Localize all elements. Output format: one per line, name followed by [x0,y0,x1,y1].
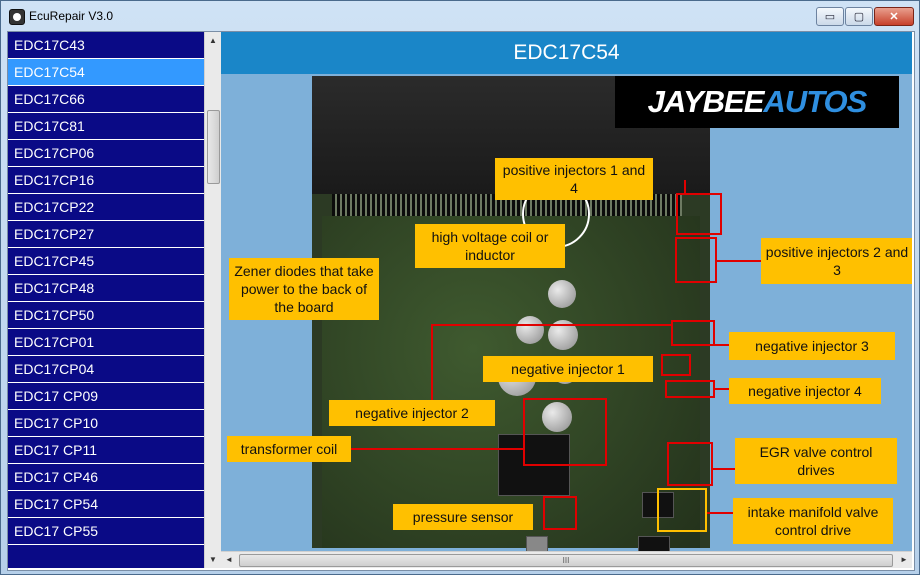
list-item[interactable]: EDC17 CP10 [8,410,204,437]
list-item[interactable]: EDC17CP22 [8,194,204,221]
window-title: EcuRepair V3.0 [29,9,114,23]
app-icon [9,9,25,25]
client-area: EDC17C43 EDC17C54 EDC17C66 EDC17C81 EDC1… [7,31,915,571]
connector-line [715,344,729,346]
label-positive-injectors-1-4: positive injectors 1 and 4 [495,158,653,200]
list-item-selected[interactable]: EDC17C54 [8,59,204,86]
connector-line [351,448,525,450]
list-item[interactable]: EDC17 CP55 [8,518,204,545]
list-item[interactable]: EDC17C81 [8,113,204,140]
connector-line [684,180,686,194]
label-intake-manifold: intake manifold valve control drive [733,498,893,544]
scroll-right-arrow-icon[interactable]: ► [900,555,908,564]
list-item[interactable]: EDC17 CP09 [8,383,204,410]
list-item[interactable]: EDC17CP06 [8,140,204,167]
minimize-button[interactable]: ▭ [816,7,844,26]
list-item[interactable]: EDC17C66 [8,86,204,113]
label-negative-injector-2: negative injector 2 [329,400,495,426]
label-transformer-coil: transformer coil [227,436,351,462]
highlight-neg-inj-4 [665,380,715,398]
list-item[interactable]: EDC17 CP54 [8,491,204,518]
highlight-neg-inj-1 [661,354,691,376]
label-positive-injectors-2-3: positive injectors 2 and 3 [761,238,912,284]
highlight-egr [667,442,713,486]
list-item[interactable]: EDC17CP16 [8,167,204,194]
capacitor [548,280,576,308]
connector-line [713,468,735,470]
maximize-button[interactable]: ▢ [845,7,873,26]
list-item[interactable]: EDC17 CP46 [8,464,204,491]
page-title: EDC17C54 [221,32,912,74]
scroll-left-arrow-icon[interactable]: ◄ [225,555,233,564]
list-item[interactable]: EDC17CP45 [8,248,204,275]
label-negative-injector-1: negative injector 1 [483,356,653,382]
highlight-pressure-sensor [543,496,577,530]
scroll-up-arrow-icon[interactable]: ▲ [209,36,217,45]
list-item[interactable]: EDC17CP48 [8,275,204,302]
label-negative-injector-4: negative injector 4 [729,378,881,404]
logo-text: JAYBEE [647,84,765,119]
list-item[interactable]: EDC17CP01 [8,329,204,356]
connector-line [707,512,733,514]
connector-line [431,324,673,326]
horizontal-scroll-thumb[interactable]: III [239,554,893,567]
list-item[interactable]: EDC17C43 [8,32,204,59]
ecu-list: EDC17C43 EDC17C54 EDC17C66 EDC17C81 EDC1… [8,32,204,568]
logo-accent-text: AUTOS [763,84,867,119]
label-negative-injector-3: negative injector 3 [729,332,895,360]
label-zener-diodes: Zener diodes that take power to the back… [229,258,379,320]
label-egr-valve: EGR valve control drives [735,438,897,484]
title-bar[interactable]: EcuRepair V3.0 ▭ ▢ ✕ [1,1,919,31]
horizontal-scrollbar[interactable]: ◄ III ► [221,551,912,568]
capacitor [516,316,544,344]
highlight-intake [657,488,707,532]
brand-logo: JAYBEEAUTOS [615,76,899,128]
label-pressure-sensor: pressure sensor [393,504,533,530]
highlight-neg-inj-3 [671,320,715,346]
list-scrollbar[interactable]: ▲ ▼ [204,32,221,568]
capacitor [542,402,572,432]
highlight-pos-inj-1-4 [676,193,722,235]
connector-line [431,324,433,400]
list-item[interactable]: EDC17CP27 [8,221,204,248]
scroll-down-arrow-icon[interactable]: ▼ [209,555,217,564]
list-item[interactable]: EDC17CP50 [8,302,204,329]
list-item[interactable]: EDC17 CP11 [8,437,204,464]
diagram-panel: EDC17C54 JAYBEEAUTOS [221,32,912,568]
scroll-thumb[interactable] [207,110,220,184]
list-item[interactable]: EDC17CP04 [8,356,204,383]
highlight-transformer [523,398,607,466]
connector-line [717,260,761,262]
close-button[interactable]: ✕ [874,7,914,26]
label-hv-coil: high voltage coil or inductor [415,224,565,268]
highlight-pos-inj-2-3 [675,237,717,283]
connector-line [715,388,729,390]
